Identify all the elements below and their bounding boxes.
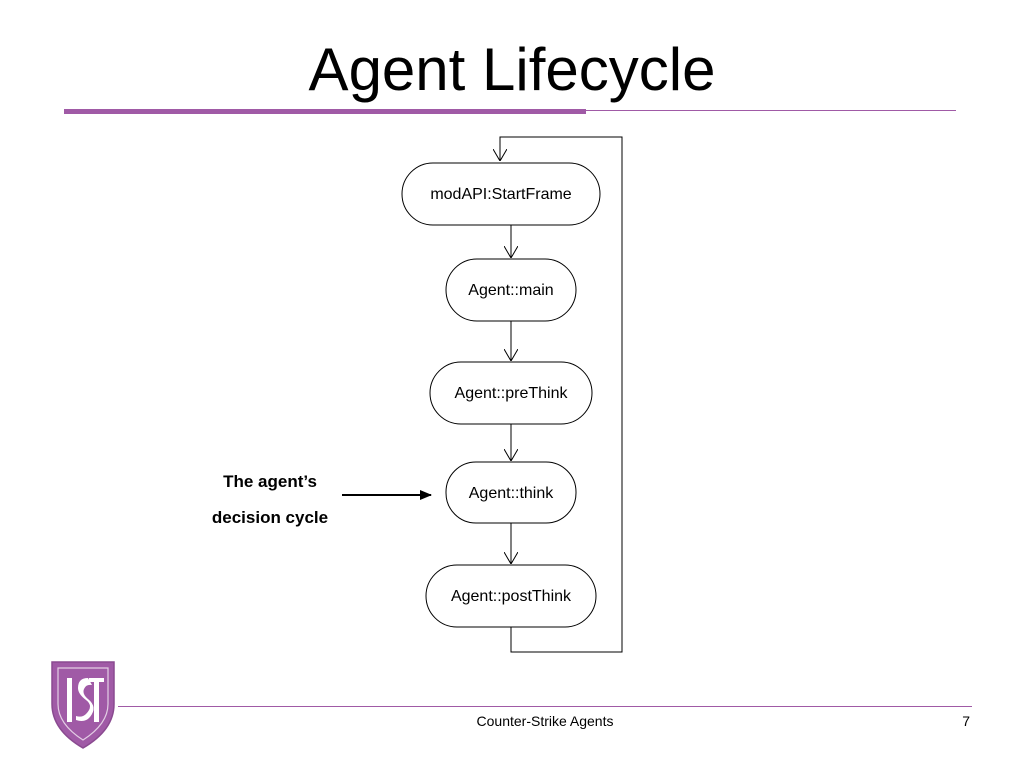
page-number: 7 [962, 713, 970, 729]
node-agent-think: Agent::think [445, 461, 577, 524]
node-label: Agent::postThink [451, 588, 572, 605]
loop-back-connector [500, 136, 623, 653]
side-label-line2: decision cycle [211, 508, 329, 527]
side-label-line1: The agent’s [223, 472, 317, 491]
footer-divider [118, 706, 972, 707]
title-underline-thin [586, 110, 956, 111]
node-label: modAPI:StartFrame [430, 186, 571, 203]
slide-title: Agent Lifecycle [308, 36, 716, 103]
title-underline-thick [64, 109, 586, 114]
ist-logo [51, 661, 115, 749]
node-agent-main: Agent::main [445, 258, 577, 322]
node-label: Agent::think [469, 485, 555, 502]
node-agent-postthink: Agent::postThink [425, 564, 597, 628]
node-label: Agent::preThink [455, 385, 569, 402]
node-start-frame: modAPI:StartFrame [401, 162, 601, 226]
footer-text: Counter-Strike Agents [476, 713, 614, 729]
node-label: Agent::main [468, 282, 553, 299]
node-agent-prethink: Agent::preThink [429, 361, 593, 425]
